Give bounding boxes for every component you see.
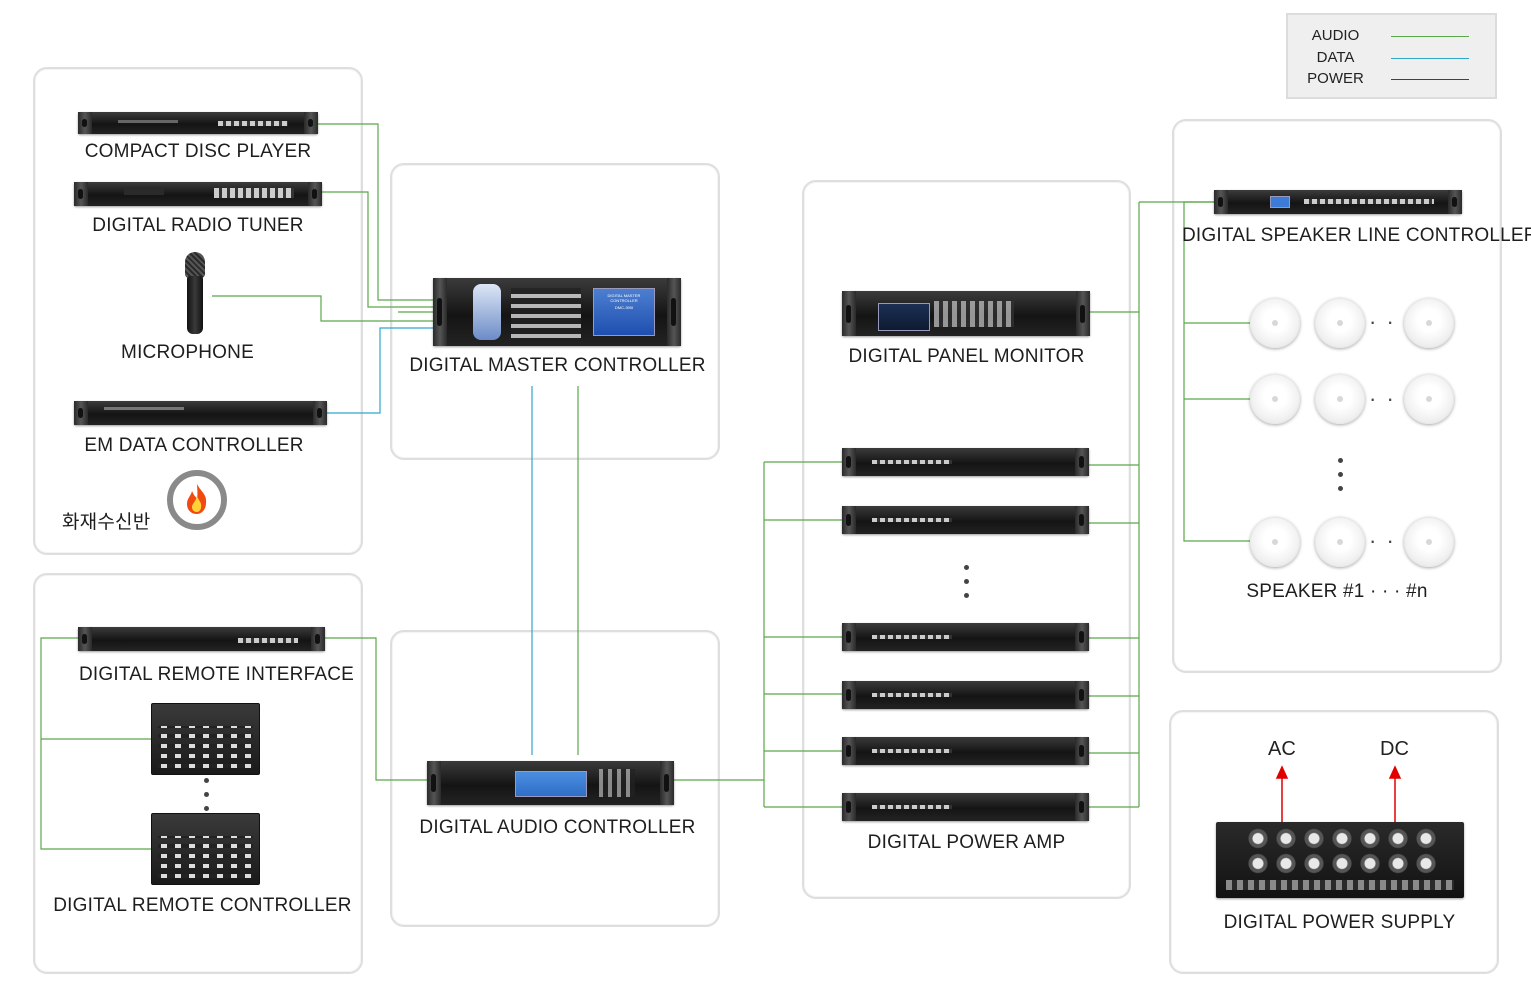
panel-monitor-screen	[878, 303, 930, 331]
wire-remote-interface	[325, 637, 427, 781]
power-amp-6	[842, 793, 1089, 821]
microphone-icon	[184, 252, 206, 334]
master-screen-model: DMC-390I	[614, 305, 634, 310]
em-data-device	[74, 401, 327, 425]
remote-interface-label: DIGITAL REMOTE INTERFACE	[78, 664, 355, 685]
em-data-label: EM DATA CONTROLLER	[84, 435, 304, 456]
cd-player-label: COMPACT DISC PLAYER	[84, 141, 312, 162]
speaker	[1315, 374, 1365, 424]
remote-interface-device	[78, 627, 325, 651]
master-controller-device: DIGITAL MASTER CONTROLLER DMC-390I	[433, 278, 681, 346]
master-screen: DIGITAL MASTER CONTROLLER DMC-390I	[593, 288, 655, 336]
fire-panel-label: 화재수신반	[62, 512, 151, 533]
wire-speaker-bus	[1183, 201, 1250, 542]
speaker-more-dots	[1338, 458, 1344, 500]
panel-monitor-device	[842, 291, 1090, 336]
legend-power-label: POWER	[1307, 70, 1364, 87]
handset-icon	[473, 284, 501, 340]
master-screen-title: DIGITAL MASTER CONTROLLER	[607, 293, 641, 303]
wire-em	[327, 327, 433, 414]
legend-audio-line	[1391, 36, 1469, 37]
speaker	[1404, 517, 1454, 567]
dc-label: DC	[1380, 738, 1409, 760]
amp-more-dots	[964, 565, 970, 607]
audio-controller-screen	[515, 771, 587, 797]
power-supply-label: DIGITAL POWER SUPPLY	[1223, 912, 1456, 933]
microphone-label: MICROPHONE	[121, 342, 254, 363]
speaker-line-controller-label: DIGITAL SPEAKER LINE CONTROLLER	[1182, 225, 1531, 246]
legend: AUDIO DATA POWER	[1286, 13, 1497, 99]
speaker	[1404, 298, 1454, 348]
power-amp-label: DIGITAL POWER AMP	[867, 832, 1066, 853]
speaker-line-controller-device	[1214, 190, 1462, 214]
remote-more-dots	[204, 778, 210, 820]
speaker	[1250, 517, 1300, 567]
power-amp-2	[842, 506, 1089, 534]
speaker-ellipsis: · · ·	[1369, 528, 1414, 553]
speaker	[1404, 374, 1454, 424]
remote-controller-label: DIGITAL REMOTE CONTROLLER	[53, 895, 352, 916]
power-amp-4	[842, 681, 1089, 709]
master-controller-label: DIGITAL MASTER CONTROLLER	[409, 355, 706, 376]
speaker-line-screen	[1270, 196, 1290, 208]
speaker	[1250, 374, 1300, 424]
legend-power-line	[1391, 79, 1469, 80]
wire-mic	[212, 295, 433, 322]
remote-controller-keypad-1	[151, 703, 260, 775]
speaker	[1250, 298, 1300, 348]
power-supply-device	[1216, 822, 1464, 898]
power-amp-1	[842, 448, 1089, 476]
radio-tuner-label: DIGITAL RADIO TUNER	[92, 215, 304, 236]
radio-tuner-device	[74, 182, 322, 206]
legend-data-label: DATA	[1316, 49, 1355, 66]
ac-label: AC	[1268, 738, 1296, 760]
wire-remote-bus	[40, 637, 151, 850]
cd-player-device	[78, 112, 318, 134]
speaker	[1315, 517, 1365, 567]
legend-data-line	[1391, 58, 1469, 59]
panel-monitor-label: DIGITAL PANEL MONITOR	[848, 346, 1085, 367]
wire-radio	[322, 191, 433, 308]
fire-icon	[167, 470, 227, 530]
power-amp-5	[842, 737, 1089, 765]
remote-controller-keypad-2	[151, 813, 260, 885]
audio-controller-label: DIGITAL AUDIO CONTROLLER	[419, 817, 696, 838]
legend-audio-label: AUDIO	[1311, 27, 1360, 44]
speaker-ellipsis: · · ·	[1369, 386, 1414, 411]
speaker-ellipsis: · · ·	[1369, 309, 1414, 334]
power-amp-3	[842, 623, 1089, 651]
wire-cd	[318, 123, 433, 301]
speaker-label: SPEAKER #1 · · · #n	[1246, 581, 1428, 602]
speaker	[1315, 298, 1365, 348]
audio-controller-device	[427, 761, 674, 805]
